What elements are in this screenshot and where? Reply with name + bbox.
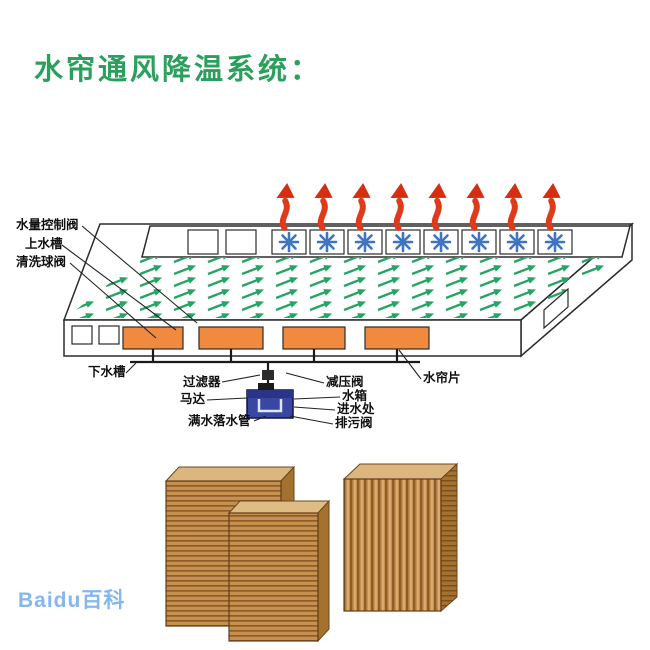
tank-opening bbox=[257, 399, 283, 413]
page-title: 水帘通风降温系统： bbox=[34, 54, 323, 86]
pad-sample-front bbox=[227, 499, 331, 643]
window bbox=[98, 325, 120, 345]
red-arrow-icon bbox=[539, 182, 562, 229]
label-motor: 马达 bbox=[180, 392, 206, 406]
cooling-pad bbox=[282, 326, 346, 350]
vent-opening bbox=[225, 229, 257, 255]
fan-icon bbox=[278, 231, 300, 253]
red-arrow-icon bbox=[425, 182, 448, 229]
label-water-curtain-sheet: 水帘片 bbox=[423, 371, 461, 385]
cooling-pad bbox=[122, 326, 184, 350]
fan-icon bbox=[468, 231, 490, 253]
fan-icon bbox=[392, 231, 414, 253]
filter-unit bbox=[262, 370, 274, 380]
red-arrow-icon bbox=[501, 182, 524, 229]
side-wall-opening bbox=[543, 287, 569, 330]
fan-icon bbox=[316, 231, 338, 253]
water-tank-top bbox=[247, 390, 293, 398]
label-filter: 过滤器 bbox=[183, 375, 221, 389]
cooling-pad bbox=[364, 326, 430, 350]
fan-icon bbox=[544, 231, 566, 253]
vent-opening bbox=[187, 229, 219, 255]
label-water-inlet: 进水处 bbox=[337, 402, 375, 416]
label-water-tank: 水箱 bbox=[342, 389, 368, 403]
pad-material-samples bbox=[164, 462, 459, 643]
fan-icon bbox=[354, 231, 376, 253]
motor-unit bbox=[258, 383, 274, 391]
front-wall-windows bbox=[71, 325, 120, 345]
cooling-pads bbox=[122, 326, 430, 350]
window bbox=[71, 325, 93, 345]
label-lower-trough: 下水槽 bbox=[88, 365, 126, 379]
red-arrow-icon bbox=[463, 182, 486, 229]
red-arrow-icon bbox=[387, 182, 410, 229]
label-pressure-reducing-valve: 减压阀 bbox=[326, 375, 364, 389]
red-arrow-icon bbox=[311, 182, 334, 229]
pump-tank-assembly bbox=[246, 383, 294, 419]
red-arrow-icon bbox=[273, 182, 296, 229]
label-overflow-drain-pipe: 满水落水管 bbox=[188, 414, 251, 428]
airflow-arrows-floor bbox=[66, 257, 622, 318]
exhaust-air-arrows bbox=[273, 182, 562, 229]
label-water-control-valve: 水量控制阀 bbox=[16, 218, 79, 232]
label-sewage-valve: 排污阀 bbox=[335, 416, 373, 430]
baidu-watermark: Baidu百科 bbox=[18, 589, 126, 612]
label-cleaning-ball-valve: 清洗球阀 bbox=[16, 255, 67, 269]
fan-icon bbox=[506, 231, 528, 253]
pad-sample-right bbox=[342, 462, 459, 613]
leader-lines bbox=[61, 225, 422, 425]
exhaust-fan-bank bbox=[187, 229, 573, 255]
label-upper-trough: 上水槽 bbox=[25, 237, 63, 251]
red-arrow-icon bbox=[349, 182, 372, 229]
cooling-pad bbox=[198, 326, 264, 350]
fan-icon bbox=[430, 231, 452, 253]
